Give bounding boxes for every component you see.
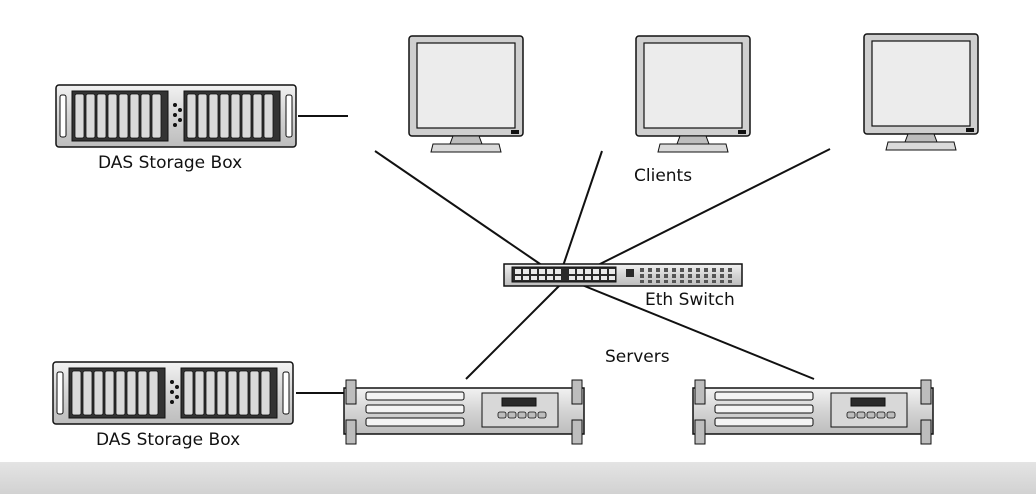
link-client-1-to-switch — [374, 150, 544, 267]
link-client-3-to-switch — [595, 148, 831, 267]
das-storage-box-bottom-label: DAS Storage Box — [96, 430, 241, 450]
link-switch-to-server-1 — [465, 284, 561, 380]
das-storage-box-top — [55, 84, 297, 148]
client-3-monitor — [863, 33, 979, 151]
clients-label: Clients — [634, 166, 693, 186]
das-storage-box-bottom — [52, 361, 294, 425]
das-storage-box-top-label: DAS Storage Box — [98, 153, 243, 173]
client-2-monitor — [635, 35, 751, 153]
footer-band — [0, 462, 1036, 494]
server-1 — [343, 379, 585, 445]
server-2 — [692, 379, 934, 445]
servers-label: Servers — [605, 347, 670, 367]
link-switch-to-server-2 — [581, 284, 815, 380]
link-client-2-to-switch — [562, 150, 603, 267]
eth-switch-label: Eth Switch — [645, 290, 735, 310]
client-1-monitor — [408, 35, 524, 153]
eth-switch — [503, 263, 743, 287]
